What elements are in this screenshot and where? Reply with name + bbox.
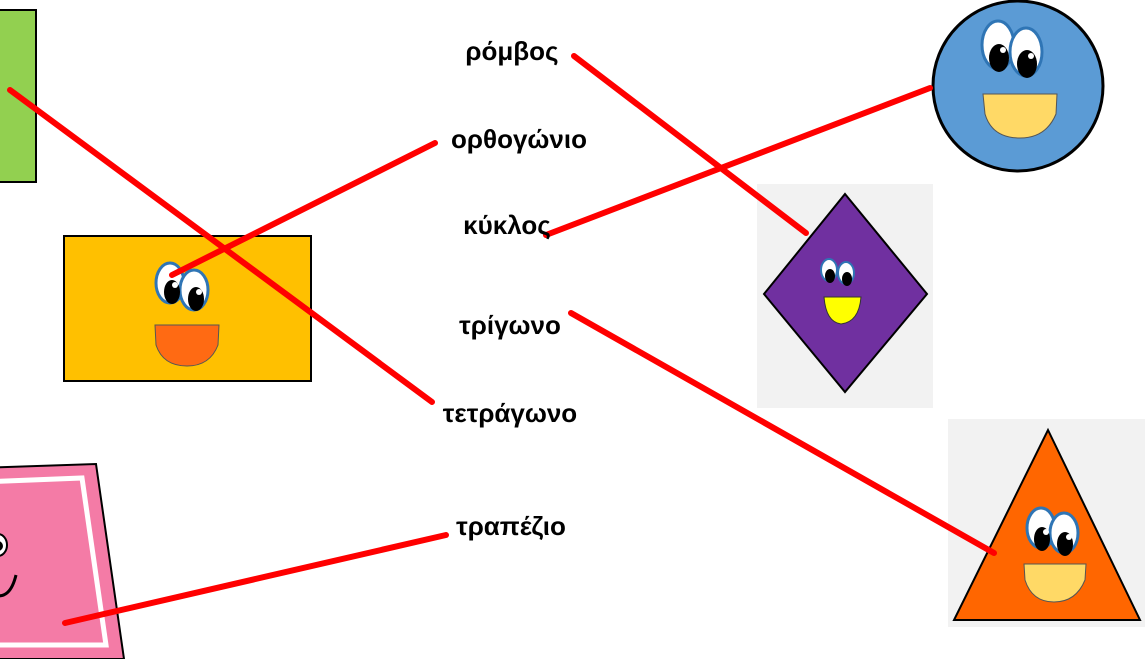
rectangle-shape [63, 235, 312, 382]
circle-shape [931, 0, 1105, 173]
line-rhombus-rombos [571, 53, 809, 236]
word-kyklos[interactable]: κύκλος [463, 210, 551, 240]
line-rectangle-orthogonio [169, 140, 438, 278]
line-square-tetragono [7, 87, 435, 405]
line-trapezoid-trapezio [62, 532, 449, 626]
word-orthogonio[interactable]: ορθογώνιο [451, 124, 587, 154]
line-circle-kyklos [543, 85, 933, 238]
word-tetragono[interactable]: τετράγωνο [442, 398, 578, 428]
triangle-shape [948, 419, 1145, 627]
word-trapezio[interactable]: τραπέζιο [456, 511, 566, 541]
word-rombos[interactable]: ρόμβος [465, 36, 559, 66]
matching-lines [7, 53, 997, 626]
trapezoid-shape [0, 462, 126, 659]
line-triangle-trigono [568, 310, 997, 556]
word-trigono[interactable]: τρίγωνο [459, 310, 561, 340]
rectangle-mouth [154, 324, 220, 367]
